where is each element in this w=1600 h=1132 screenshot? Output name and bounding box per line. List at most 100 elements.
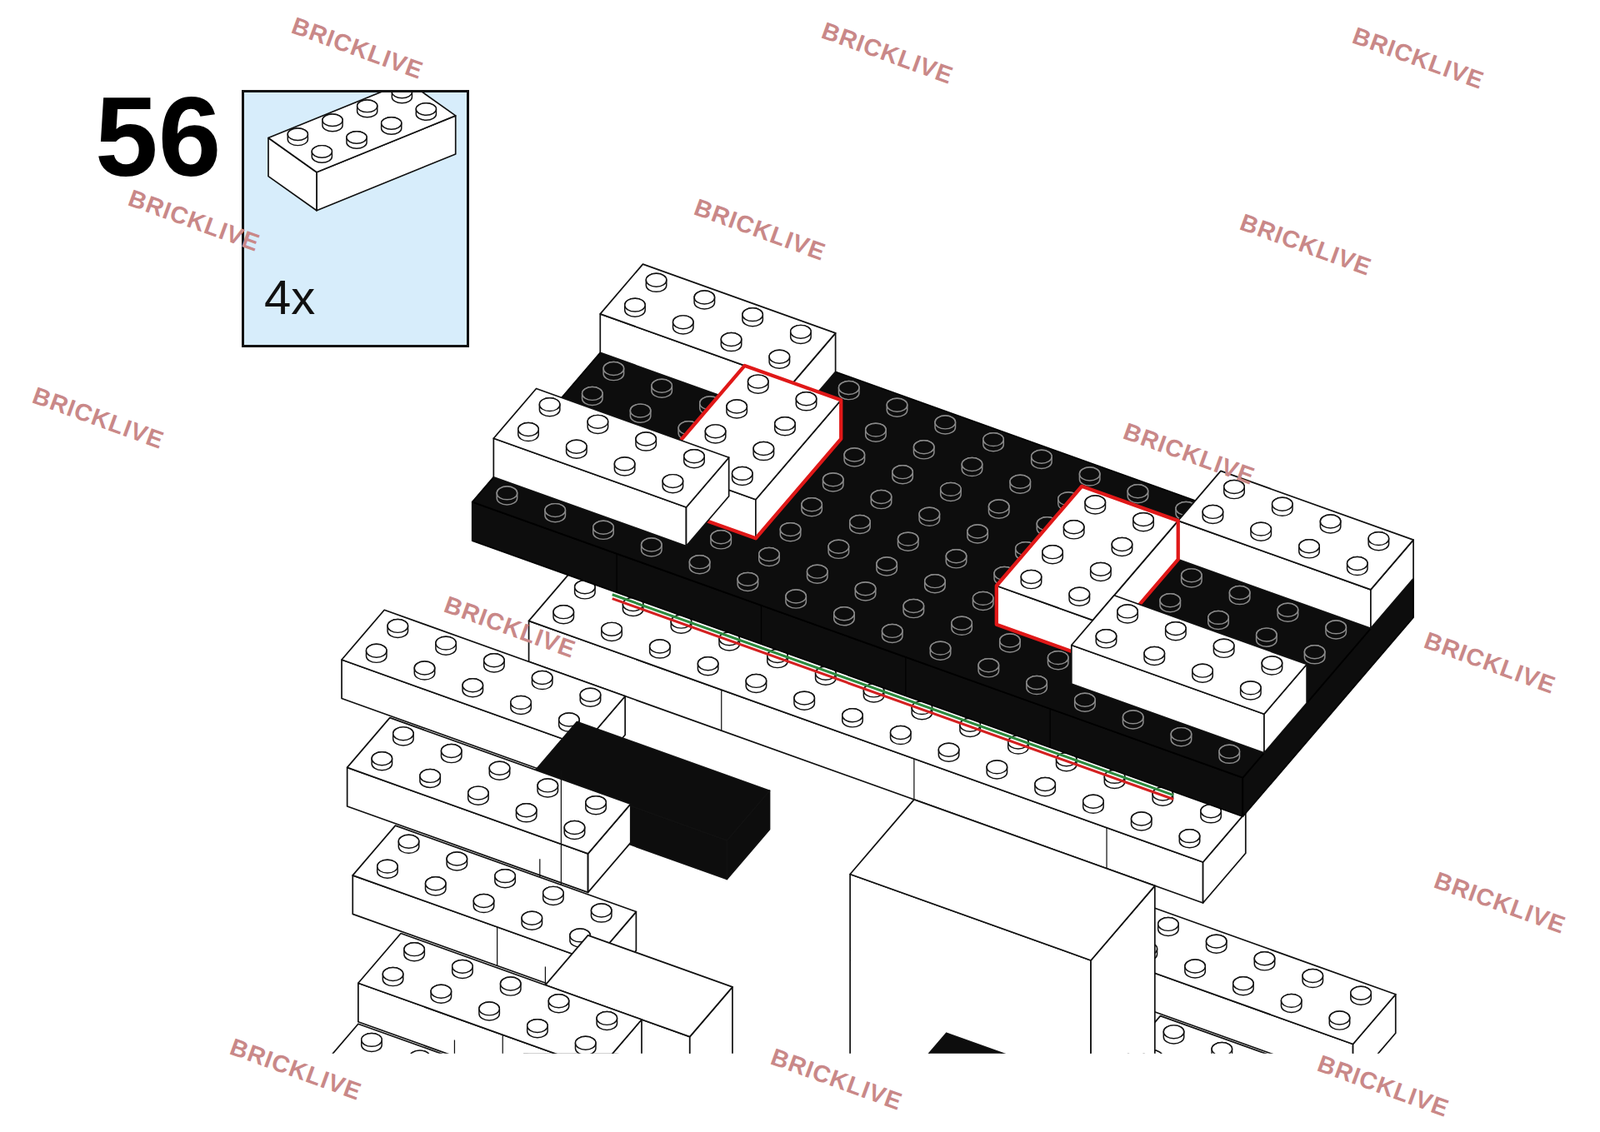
stud bbox=[495, 870, 515, 884]
stud bbox=[527, 1020, 548, 1039]
stud bbox=[543, 886, 564, 900]
stud bbox=[545, 504, 565, 518]
stud bbox=[842, 709, 863, 723]
stud bbox=[850, 515, 870, 529]
stud bbox=[913, 440, 934, 460]
stud bbox=[361, 1033, 382, 1052]
brick-seam bbox=[615, 554, 617, 594]
stud bbox=[1325, 620, 1346, 640]
stud bbox=[1302, 970, 1323, 984]
stud bbox=[1085, 495, 1105, 510]
stud bbox=[972, 591, 993, 610]
brick-top bbox=[925, 1033, 1043, 1054]
stud bbox=[1325, 620, 1346, 635]
stud bbox=[393, 727, 414, 746]
stud bbox=[1127, 485, 1148, 504]
stud bbox=[1205, 935, 1226, 954]
stud bbox=[404, 943, 425, 962]
stud bbox=[785, 590, 806, 609]
brick-seam bbox=[720, 690, 722, 731]
stud bbox=[415, 103, 436, 121]
stud bbox=[387, 619, 408, 638]
stud bbox=[1031, 450, 1052, 464]
brick bbox=[925, 1033, 1043, 1054]
stud bbox=[986, 760, 1007, 780]
stud bbox=[775, 417, 795, 431]
brick-seam bbox=[587, 854, 589, 894]
stud bbox=[518, 423, 539, 442]
stud bbox=[759, 548, 780, 567]
stud bbox=[1208, 610, 1229, 630]
stud bbox=[881, 624, 902, 638]
stud bbox=[596, 1011, 617, 1030]
stud bbox=[742, 308, 763, 327]
stud bbox=[393, 727, 414, 741]
stud bbox=[684, 450, 705, 469]
stud bbox=[420, 769, 440, 788]
watermark: BRICKLIVE bbox=[1430, 868, 1569, 939]
stud bbox=[1233, 977, 1254, 991]
stud bbox=[876, 557, 897, 571]
stud bbox=[489, 761, 510, 775]
stud bbox=[625, 298, 645, 312]
stud bbox=[1254, 952, 1275, 971]
stud bbox=[694, 290, 715, 310]
stud bbox=[961, 458, 982, 472]
stud bbox=[790, 325, 811, 344]
stud bbox=[842, 709, 863, 728]
stud bbox=[870, 490, 891, 510]
stud bbox=[645, 273, 666, 292]
brick bbox=[1178, 470, 1414, 629]
stud bbox=[371, 752, 392, 771]
watermark: BRICKLIVE bbox=[1236, 210, 1375, 280]
stud bbox=[1192, 664, 1213, 683]
black-plate-assembly bbox=[472, 264, 1414, 817]
stud bbox=[495, 870, 515, 889]
stud bbox=[988, 500, 1009, 514]
stud bbox=[822, 473, 843, 492]
stud bbox=[769, 350, 790, 369]
stud bbox=[1205, 935, 1226, 949]
watermark: BRICKLIVE bbox=[1349, 23, 1487, 94]
stud bbox=[287, 128, 308, 141]
stud bbox=[446, 852, 467, 871]
stud bbox=[1117, 605, 1138, 619]
stud bbox=[1111, 538, 1132, 557]
stud bbox=[651, 379, 672, 398]
stud bbox=[1127, 485, 1148, 499]
stud bbox=[377, 860, 398, 879]
stud bbox=[972, 591, 993, 605]
stud bbox=[365, 644, 386, 663]
stud bbox=[521, 911, 542, 930]
stud bbox=[371, 752, 392, 766]
stud bbox=[1179, 830, 1200, 849]
brick-top bbox=[472, 303, 1414, 779]
stud bbox=[834, 607, 855, 621]
stud bbox=[1256, 628, 1277, 642]
stud bbox=[1095, 630, 1116, 644]
stud bbox=[1211, 1043, 1232, 1055]
stud bbox=[838, 381, 859, 395]
stud bbox=[747, 375, 768, 389]
stud bbox=[1329, 1011, 1350, 1025]
stud bbox=[641, 538, 662, 557]
stud bbox=[566, 440, 587, 459]
stud bbox=[697, 657, 718, 676]
stud bbox=[822, 473, 843, 487]
stud bbox=[1020, 570, 1041, 590]
stud bbox=[930, 641, 950, 655]
stud bbox=[710, 530, 731, 550]
stud bbox=[1368, 532, 1389, 546]
stud bbox=[322, 114, 343, 127]
stud bbox=[415, 103, 436, 116]
stud bbox=[1020, 570, 1041, 585]
brick bbox=[454, 1040, 1412, 1055]
stud bbox=[903, 600, 924, 619]
stud bbox=[844, 448, 865, 462]
stud bbox=[881, 624, 902, 643]
stud bbox=[650, 640, 670, 659]
stud bbox=[951, 616, 972, 630]
stud bbox=[1130, 812, 1151, 826]
stud bbox=[838, 381, 859, 400]
